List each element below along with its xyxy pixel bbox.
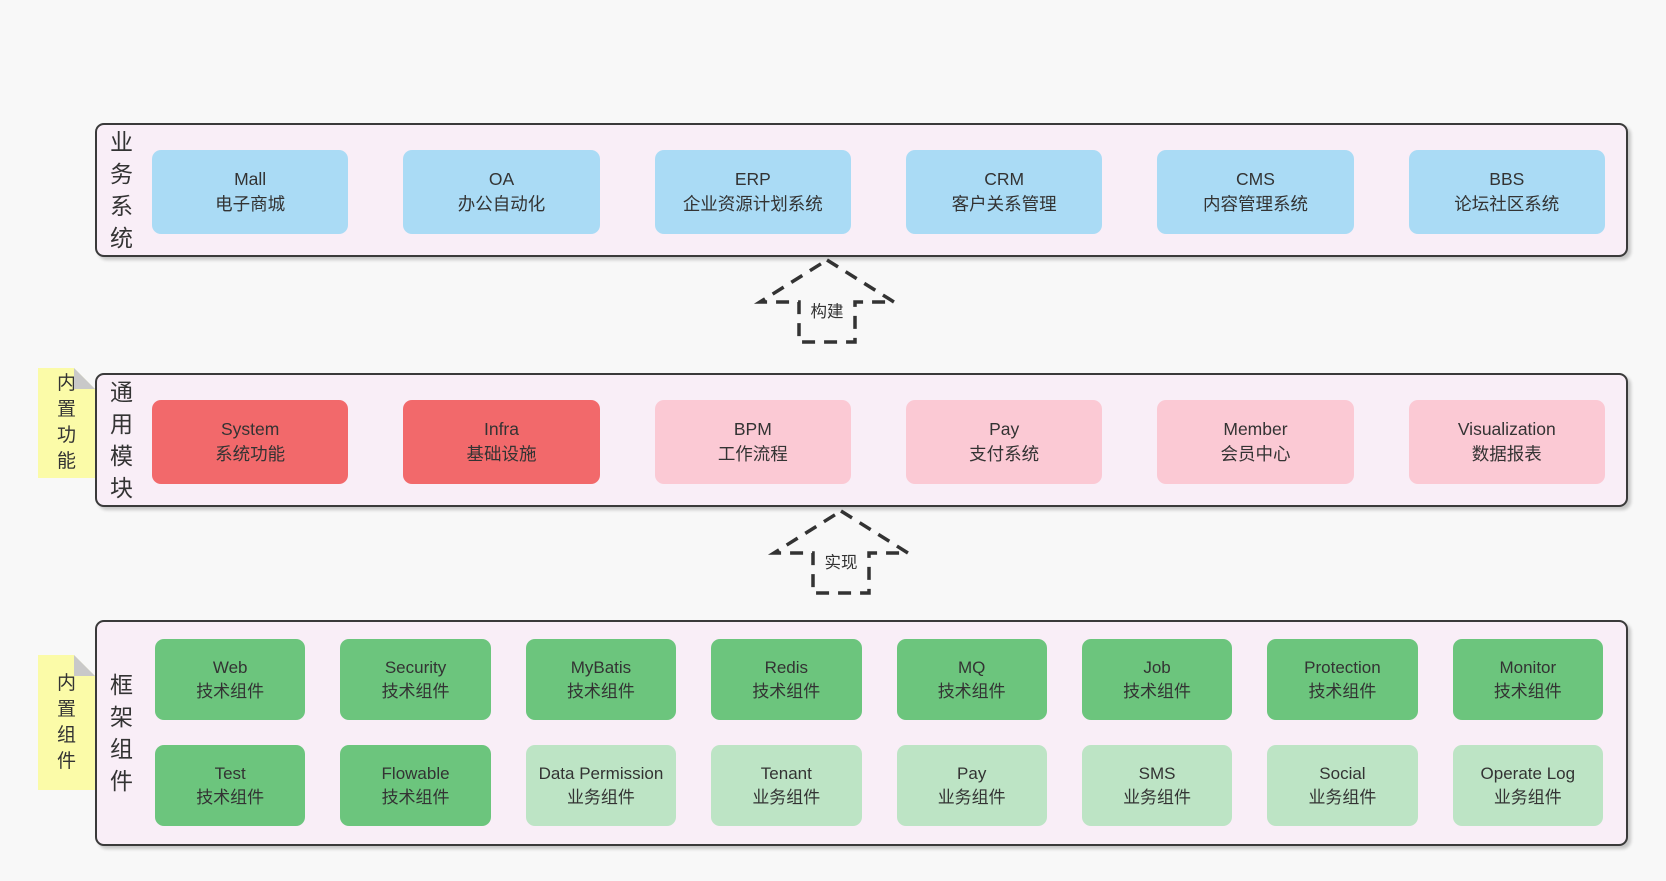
builtin-features-sticky-label: 内置功能 <box>56 373 76 472</box>
common-modules-row: System 系统功能 Infra 基础设施 BPM 工作流程 Pay 支付系统… <box>152 400 1605 484</box>
build-arrow: 构建 <box>752 257 902 345</box>
web-box: Web 技术组件 <box>155 639 306 720</box>
business-systems-row: Mall 电子商城 OA 办公自动化 ERP 企业资源计划系统 CRM 客户关系… <box>152 150 1605 234</box>
member-box: Member 会员中心 <box>1157 400 1354 484</box>
implement-arrow-label: 实现 <box>821 549 861 573</box>
tenant-box: Tenant 业务组件 <box>711 745 862 826</box>
oa-box: OA 办公自动化 <box>403 150 600 234</box>
protection-box: Protection 技术组件 <box>1267 639 1418 720</box>
builtin-components-sticky-label: 内置组件 <box>56 672 76 772</box>
mall-box: Mall 电子商城 <box>152 150 349 234</box>
visualization-box: Visualization 数据报表 <box>1408 400 1605 484</box>
business-systems-label: 业务系统 <box>110 129 133 251</box>
crm-box: CRM 客户关系管理 <box>905 150 1103 234</box>
build-arrow-label: 构建 <box>807 298 847 322</box>
job-box: Job 技术组件 <box>1081 639 1233 720</box>
data-permission-box: Data Permission 业务组件 <box>525 745 677 826</box>
social-box: Social 业务组件 <box>1267 745 1418 826</box>
framework-components-label: 框架组件 <box>110 672 133 794</box>
monitor-box: Monitor 技术组件 <box>1452 639 1603 720</box>
folded-corner-icon <box>74 655 95 676</box>
cms-box: CMS 内容管理系统 <box>1157 150 1354 234</box>
common-modules-panel: 通用模块 System 系统功能 Infra 基础设施 BPM 工作流程 Pay… <box>95 373 1628 507</box>
framework-components-row-1: Web 技术组件 Security 技术组件 MyBatis 技术组件 Redi… <box>155 639 1603 720</box>
mq-box: MQ 技术组件 <box>896 639 1047 720</box>
up-arrow-icon <box>753 257 901 344</box>
flowable-box: Flowable 技术组件 <box>340 745 491 826</box>
pay-business-box: Pay 业务组件 <box>896 745 1047 826</box>
security-box: Security 技术组件 <box>340 639 491 720</box>
test-box: Test 技术组件 <box>155 745 306 826</box>
common-modules-label: 通用模块 <box>110 379 133 501</box>
business-systems-panel: 业务系统 Mall 电子商城 OA 办公自动化 ERP 企业资源计划系统 CRM… <box>95 123 1628 257</box>
sms-box: SMS 业务组件 <box>1081 745 1233 826</box>
system-box: System 系统功能 <box>152 400 349 484</box>
implement-arrow: 实现 <box>766 508 916 596</box>
bbs-box: BBS 论坛社区系统 <box>1408 150 1605 234</box>
framework-components-panel: 框架组件 Web 技术组件 Security 技术组件 MyBatis 技术组件… <box>95 620 1628 846</box>
bpm-box: BPM 工作流程 <box>654 400 851 484</box>
builtin-components-sticky: 内置组件 <box>38 655 95 790</box>
operate-log-box: Operate Log 业务组件 <box>1452 745 1603 826</box>
folded-corner-icon <box>74 368 95 389</box>
redis-box: Redis 技术组件 <box>711 639 862 720</box>
pay-box: Pay 支付系统 <box>905 400 1103 484</box>
up-arrow-icon <box>767 508 915 595</box>
mybatis-box: MyBatis 技术组件 <box>525 639 677 720</box>
framework-components-row-2: Test 技术组件 Flowable 技术组件 Data Permission … <box>155 745 1603 826</box>
erp-box: ERP 企业资源计划系统 <box>654 150 851 234</box>
infra-box: Infra 基础设施 <box>403 400 600 484</box>
